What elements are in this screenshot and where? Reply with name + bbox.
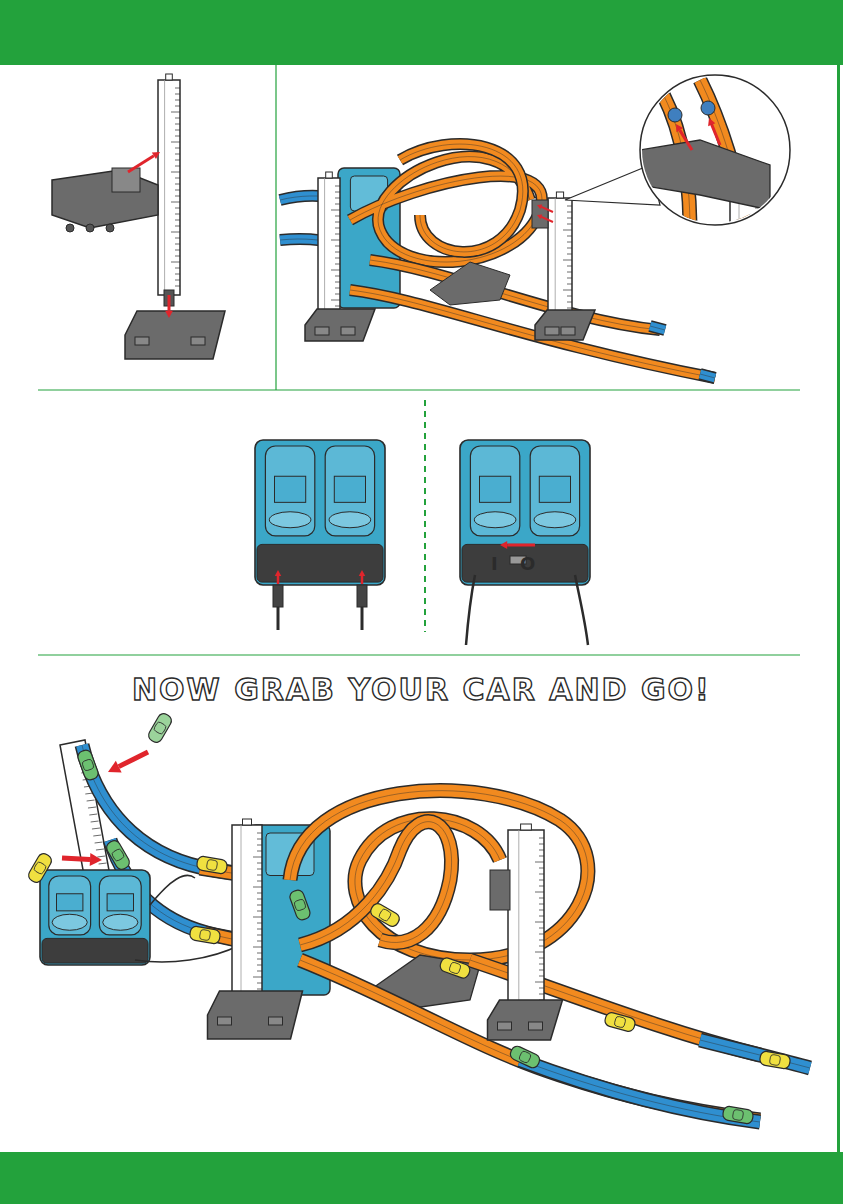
assembly-arrow [128,152,160,172]
assembly-arrow [275,570,282,584]
tower [232,819,262,1000]
assembly-arrow [708,118,720,145]
inset-detail [640,80,770,260]
assembly-arrow [676,124,692,150]
step-tower-assembly [52,74,225,359]
assembly-arrow [537,205,553,212]
toy-car [759,1051,791,1070]
track [400,144,523,252]
track-clamp [52,168,158,232]
toy-car [26,852,53,885]
tower-base [535,310,595,340]
battery-box [255,440,385,585]
track [700,1040,810,1068]
toy-car [196,856,228,875]
toy-car [146,712,173,745]
side-rule [837,0,840,1204]
assembly-arrow [537,215,553,222]
tick-mark [96,849,104,850]
cable [135,945,240,962]
track [700,374,715,378]
battery-box [40,870,150,965]
track-clamp [640,140,770,210]
assembly-arrow [165,295,173,318]
toy-car [369,901,402,928]
track [650,326,665,330]
assembly-arrow [108,752,148,772]
loop-support [430,262,510,305]
tower-base [488,1000,563,1040]
tower [508,824,544,1005]
step-power [255,440,590,645]
tick-mark [99,863,107,864]
peg [701,101,715,115]
complete-set [26,712,810,1125]
assembly-arrow [359,570,366,584]
toy-car [189,926,221,945]
track-clamp [490,870,510,910]
cable [150,875,195,905]
toy-car [439,956,472,979]
tick-mark [92,828,100,829]
panel-divider [424,400,426,632]
tower [158,74,180,295]
detail-inset [565,75,790,260]
assembly-arrow [62,853,102,866]
track [350,290,715,378]
switch-label: O [520,553,535,574]
track [300,822,452,945]
tower-base [208,991,303,1039]
toy-car [508,1044,541,1069]
tick-mark [93,835,101,836]
panel-divider [38,654,800,655]
tick-mark [89,814,97,815]
panel-divider [275,65,276,390]
assembly-arrow [500,541,535,549]
cable [575,575,588,645]
battery-box [460,440,590,585]
toy-car [722,1106,754,1125]
panel-divider [38,389,800,390]
step-track-build [280,75,790,378]
toy-car [288,889,311,922]
tick-mark [88,807,96,808]
cable [466,575,475,645]
track [370,260,660,330]
plug [357,585,367,607]
toy-car [104,839,131,872]
tower [318,172,340,318]
switch-label: I [491,553,498,574]
toy-car [604,1011,637,1032]
toy-car [76,749,99,782]
top-bar [0,0,843,65]
tick-mark [97,856,105,857]
page-title: NOW GRAB YOUR CAR AND GO! [132,672,711,707]
tower-base [305,309,375,341]
peg [668,108,682,122]
tick-mark [87,800,95,801]
tick-mark [91,821,99,822]
tower-base [125,311,225,359]
track-clamp [532,200,548,228]
plug [273,585,283,607]
bottom-bar [0,1152,843,1204]
tick-mark [95,842,103,843]
